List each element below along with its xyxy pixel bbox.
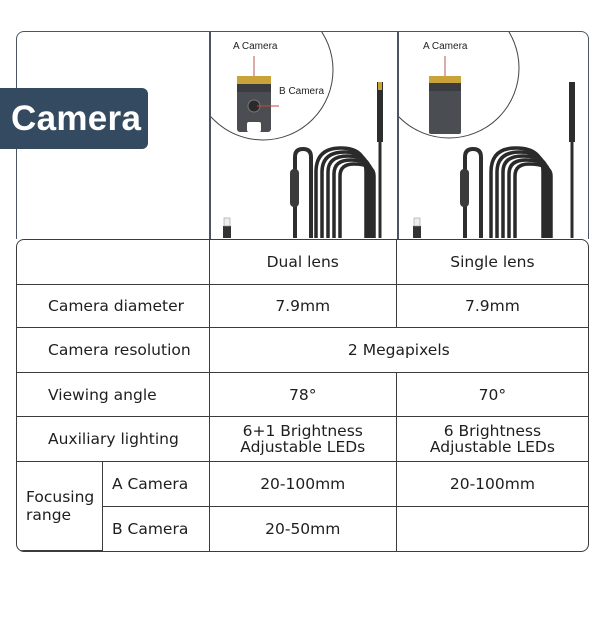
cell-line: Focusing: [26, 488, 95, 506]
header-empty-cell: [17, 240, 210, 285]
row-label: Camera diameter: [17, 285, 210, 328]
table-row: Camera resolution 2 Megapixels: [17, 328, 588, 373]
header-single-lens: Single lens: [396, 240, 588, 285]
row-label: Camera resolution: [17, 328, 210, 373]
dual-lens-endoscope-icon: [211, 32, 383, 238]
table-row: Focusing range A Camera 20-100mm 20-100m…: [17, 462, 588, 551]
cell-value: 7.9mm: [396, 285, 588, 328]
cell-line: Adjustable LEDs: [240, 438, 366, 456]
cell-value: 20-100mm: [209, 462, 397, 507]
table-row: Camera diameter 7.9mm 7.9mm: [17, 285, 588, 328]
cell-value: 6+1 Brightness Adjustable LEDs: [209, 417, 397, 462]
dual-lens-product-image: A Camera B Camera: [211, 32, 397, 238]
table-row: B Camera 20-50mm: [17, 507, 588, 551]
cell-value-merged: 2 Megapixels: [209, 328, 588, 373]
row-label: Auxiliary lighting: [17, 417, 210, 462]
cell-value-empty: [397, 507, 588, 551]
table-row: Auxiliary lighting 6+1 Brightness Adjust…: [17, 417, 588, 462]
cell-value: 20-100mm: [396, 462, 588, 507]
cell-line: range: [26, 506, 72, 524]
table-header-row: Dual lens Single lens: [17, 240, 588, 285]
sub-label-a-camera: A Camera: [102, 462, 210, 507]
cell-line: 6 Brightness: [443, 422, 542, 440]
spec-table: Dual lens Single lens Camera diameter 7.…: [16, 239, 589, 552]
single-lens-product-image: A Camera: [399, 32, 588, 238]
header-dual-lens: Dual lens: [209, 240, 397, 285]
image-divider-2: [397, 32, 399, 239]
camera-title-badge: Camera: [0, 88, 148, 149]
cell-line: 6+1 Brightness: [242, 422, 363, 440]
sub-label-b-camera: B Camera: [103, 507, 210, 551]
row-label: Viewing angle: [17, 373, 210, 417]
image-divider-1: [209, 32, 211, 239]
cell-value: 20-50mm: [210, 507, 397, 551]
cell-line: Adjustable LEDs: [429, 438, 555, 456]
cell-value: 7.9mm: [209, 285, 397, 328]
a-camera-callout: A Camera: [233, 41, 278, 52]
a-camera-callout: A Camera: [423, 41, 468, 52]
cell-value: 70°: [396, 373, 588, 417]
b-camera-callout: B Camera: [279, 86, 325, 97]
cell-value: 6 Brightness Adjustable LEDs: [396, 417, 588, 462]
table-row: Viewing angle 78° 70°: [17, 373, 588, 417]
cell-value: 78°: [209, 373, 397, 417]
focusing-range-label: Focusing range: [17, 462, 103, 551]
single-lens-endoscope-icon: [399, 32, 575, 238]
